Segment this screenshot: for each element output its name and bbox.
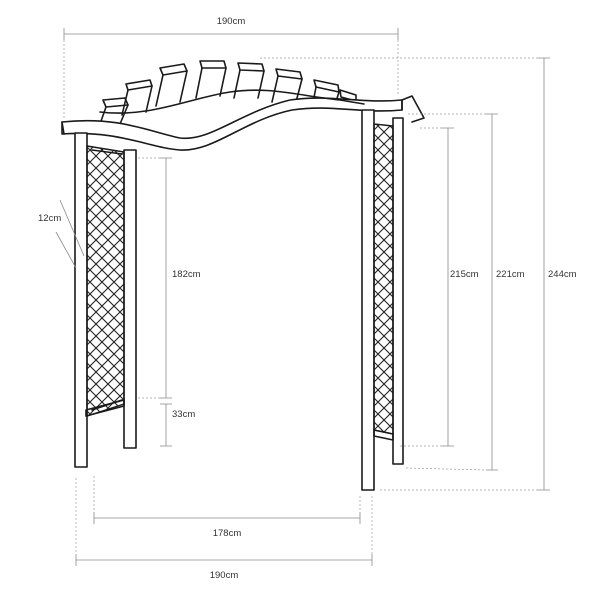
dimension-labels: 190cm 12cm 182cm 33cm 215cm 221cm 244cm … — [38, 16, 577, 581]
left-front-post — [74, 132, 88, 468]
roof-slats — [99, 60, 357, 125]
label-inner-width: 178cm — [213, 528, 242, 539]
right-front-post — [361, 109, 375, 491]
right-side — [361, 109, 404, 491]
left-side — [74, 132, 137, 468]
roof — [61, 60, 425, 151]
label-panel-gap: 33cm — [172, 409, 195, 420]
label-post-height: 221cm — [496, 269, 525, 280]
left-lattice-panel — [86, 145, 125, 417]
label-panel-height: 182cm — [172, 269, 201, 280]
right-back-post — [392, 117, 404, 465]
label-top-width: 190cm — [217, 16, 246, 27]
label-post-depth: 12cm — [38, 213, 61, 224]
back-curved-beam — [99, 89, 365, 114]
label-bottom-width: 190cm — [210, 570, 239, 581]
left-back-post — [123, 149, 137, 449]
label-total-height: 244cm — [548, 269, 577, 280]
right-lattice-panel — [373, 123, 394, 435]
label-inner-height: 215cm — [450, 269, 479, 280]
dimension-lines — [55, 28, 550, 566]
